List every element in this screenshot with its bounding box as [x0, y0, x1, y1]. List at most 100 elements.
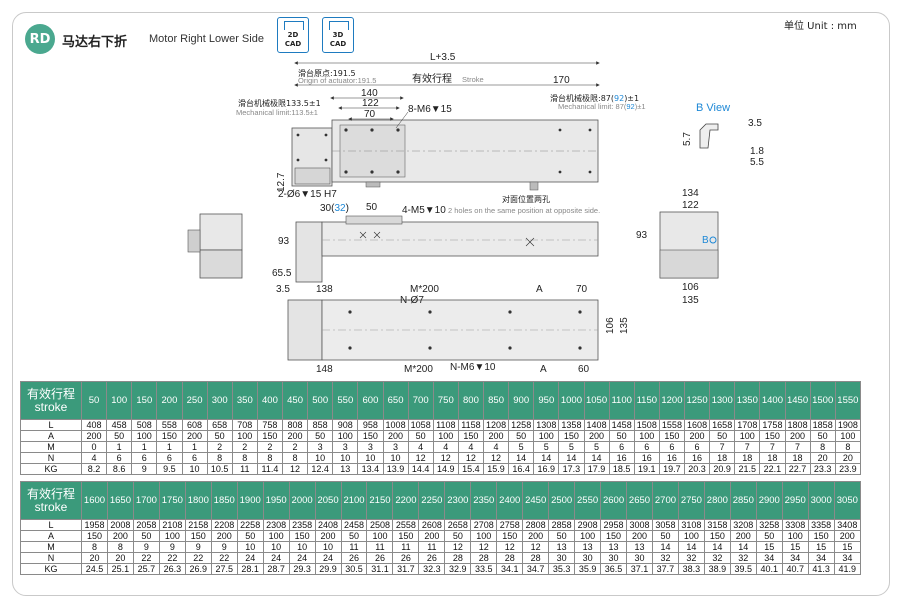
- table-cell: 200: [626, 530, 653, 542]
- table-cell: 50: [709, 430, 736, 442]
- table-cell: 1558: [658, 419, 686, 431]
- table-cell: 1758: [759, 419, 786, 431]
- table-cell: 100: [432, 430, 459, 442]
- table-cell: 5: [558, 441, 585, 453]
- table-cell: 50: [548, 530, 576, 542]
- table-cell: 3308: [781, 519, 809, 531]
- m5-hole-note-en: 2 holes on the same position at opposite…: [448, 206, 600, 215]
- stroke-cell: 1800: [184, 481, 212, 520]
- table-cell: 15.4: [457, 463, 485, 475]
- table-cell: 200: [583, 430, 610, 442]
- table-cell: 458: [106, 419, 133, 431]
- table-cell: 200: [106, 530, 134, 542]
- table-cell: 41.3: [807, 563, 835, 575]
- table-cell: 23.3: [809, 463, 836, 475]
- cad-2d-label: 2D: [287, 31, 299, 39]
- table-cell: 22: [132, 552, 160, 564]
- stroke-cell: 2400: [496, 481, 524, 520]
- table-cell: 26: [418, 552, 446, 564]
- table-cell: 150: [392, 530, 420, 542]
- table-cell: 2458: [340, 519, 368, 531]
- stroke-cell: 750: [432, 381, 459, 420]
- mech-limit-right-cn: 滑台机械极限:87(92)±1: [550, 93, 639, 103]
- table-cell: 100: [781, 530, 809, 542]
- bv-5-7: 5.7: [682, 132, 693, 146]
- table-cell: 10: [332, 452, 359, 464]
- stroke-cell: 500: [307, 381, 334, 420]
- table-cell: 2608: [418, 519, 446, 531]
- table-cell: 4: [432, 441, 459, 453]
- cad-2d-sublabel: CAD: [284, 40, 302, 48]
- table-cell: 22: [184, 552, 212, 564]
- table-cell: 9: [131, 463, 158, 475]
- table-cell: 33.5: [470, 563, 498, 575]
- sv-134: 134: [682, 188, 699, 199]
- b-view-title: B View: [696, 102, 730, 114]
- stroke-cell: 1150: [633, 381, 660, 420]
- bv-1-8: 1.8: [750, 146, 764, 157]
- table-cell: 11: [418, 541, 446, 553]
- table-cell: 4: [457, 441, 485, 453]
- top-view: L+3.5 滑台原点:191.5 Origin of actuator:191.…: [236, 52, 646, 200]
- table-cell: 2208: [210, 519, 238, 531]
- stroke-cell: 1350: [734, 381, 761, 420]
- table-cell: 2158: [184, 519, 212, 531]
- row-label: A: [20, 530, 82, 542]
- table-cell: 22: [210, 552, 238, 564]
- table-cell: 35.9: [574, 563, 602, 575]
- stroke-cell: 650: [382, 381, 409, 420]
- table-cell: 28: [444, 552, 472, 564]
- table-cell: 100: [158, 530, 186, 542]
- stroke-cell: 700: [407, 381, 434, 420]
- stroke-cell: 1600: [81, 481, 108, 520]
- table-cell: 200: [522, 530, 550, 542]
- m5-hole-note: 4-M5▼10: [402, 205, 446, 216]
- table-cell: 1408: [583, 419, 610, 431]
- bottom-view: 3.5 138 M*200 A 70 N-Ø7 106 135 148 M*20…: [276, 284, 630, 375]
- table-cell: 30: [548, 552, 576, 564]
- stroke-cell: 2000: [288, 481, 316, 520]
- table-cell: 12: [444, 541, 472, 553]
- stroke-cell: 2600: [600, 481, 628, 520]
- table-cell: 1358: [558, 419, 585, 431]
- stroke-cell: 1050: [583, 381, 610, 420]
- table-cell: 13: [600, 541, 628, 553]
- table-cell: 3: [307, 441, 334, 453]
- table-cell: 958: [357, 419, 384, 431]
- end-section-view: 134 122 B 93 106 135: [636, 188, 719, 306]
- page-title-en: Motor Right Lower Side: [149, 33, 264, 45]
- table-cell: 1058: [407, 419, 434, 431]
- table-cell: 200: [482, 430, 510, 442]
- table-cell: 3: [332, 441, 359, 453]
- table-cell: 18.5: [608, 463, 635, 475]
- stroke-cell: 2450: [522, 481, 550, 520]
- table-cell: 8: [206, 452, 233, 464]
- stroke-cell: 2700: [651, 481, 679, 520]
- table-cell: 32: [677, 552, 705, 564]
- table-cell: 15: [781, 541, 809, 553]
- table-cell: 7: [734, 441, 761, 453]
- table-cell: 508: [131, 419, 158, 431]
- table-cell: 2008: [106, 519, 134, 531]
- dim-138: 138: [316, 284, 333, 295]
- table-cell: 3: [357, 441, 384, 453]
- table-cell: 32.9: [444, 563, 472, 575]
- stroke-cell: 1650: [106, 481, 134, 520]
- table-cell: 3208: [729, 519, 757, 531]
- table-cell: 14: [703, 541, 731, 553]
- cad-2d-button[interactable]: 2D CAD: [277, 17, 309, 53]
- stroke-cell: 1500: [809, 381, 836, 420]
- row-label: KG: [20, 563, 82, 575]
- table-cell: 17.3: [558, 463, 585, 475]
- table-cell: 8: [81, 541, 108, 553]
- dim-122: 122: [362, 98, 379, 109]
- table-cell: 28.1: [236, 563, 264, 575]
- table-cell: 50: [407, 430, 434, 442]
- cad-3d-button[interactable]: 3D CAD: [322, 17, 354, 53]
- table-cell: 4: [407, 441, 434, 453]
